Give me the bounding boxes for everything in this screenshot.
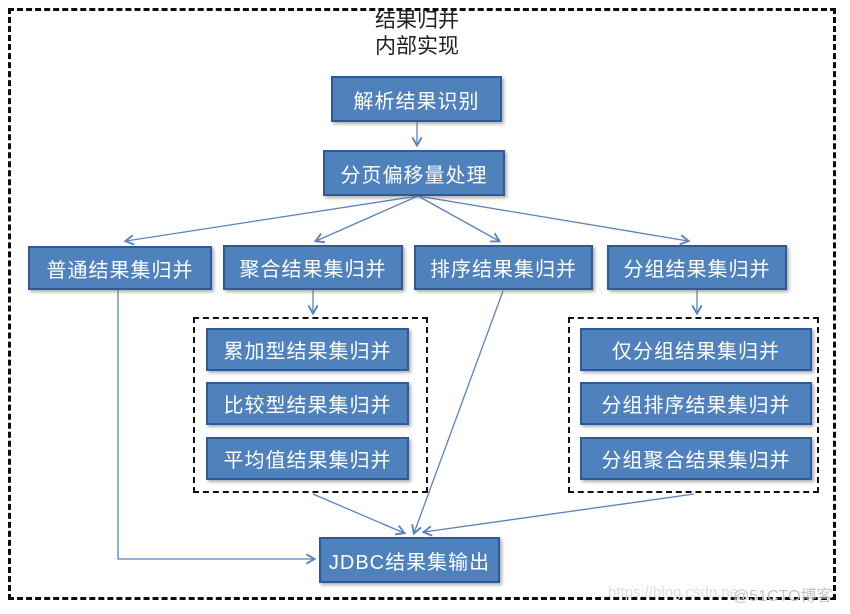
connector-cluster-right-jdbc: [421, 493, 695, 537]
outer-dashed-frame: [8, 8, 836, 600]
cluster-aggregate-detail: [193, 317, 428, 493]
diagram-title: 结果归并 内部实现: [0, 8, 834, 60]
connector-plain-jdbc: [117, 290, 317, 565]
node-compare-merge: 比较型结果集归并: [206, 382, 409, 425]
connector-cluster-left-jdbc: [312, 493, 407, 536]
connector-paging-plain: [123, 195, 419, 246]
cluster-group-detail: [568, 317, 819, 493]
node-group-merge: 分组结果集归并: [607, 245, 787, 290]
diagram-title-line1: 结果归并: [375, 9, 459, 32]
connector-paging-group: [417, 195, 691, 246]
connector-paging-sort: [417, 195, 502, 243]
node-parse-result: 解析结果识别: [331, 76, 502, 122]
diagram-title-line2: 内部实现: [375, 35, 459, 58]
connector-paging-aggregate: [313, 195, 419, 244]
node-group-sort-merge: 分组排序结果集归并: [580, 382, 812, 425]
node-group-only-merge: 仅分组结果集归并: [580, 328, 812, 371]
node-average-merge: 平均值结果集归并: [206, 437, 409, 480]
node-accumulate-merge: 累加型结果集归并: [206, 328, 409, 371]
connector-sort-jdbc: [411, 290, 504, 536]
node-aggregate-merge: 聚合结果集归并: [223, 245, 403, 290]
node-group-agg-merge: 分组聚合结果集归并: [580, 437, 812, 480]
node-paging-offset: 分页偏移量处理: [323, 150, 505, 196]
node-jdbc-output: JDBC结果集输出: [319, 537, 500, 583]
node-plain-merge: 普通结果集归并: [28, 246, 212, 290]
node-sort-merge: 排序结果集归并: [414, 245, 593, 290]
